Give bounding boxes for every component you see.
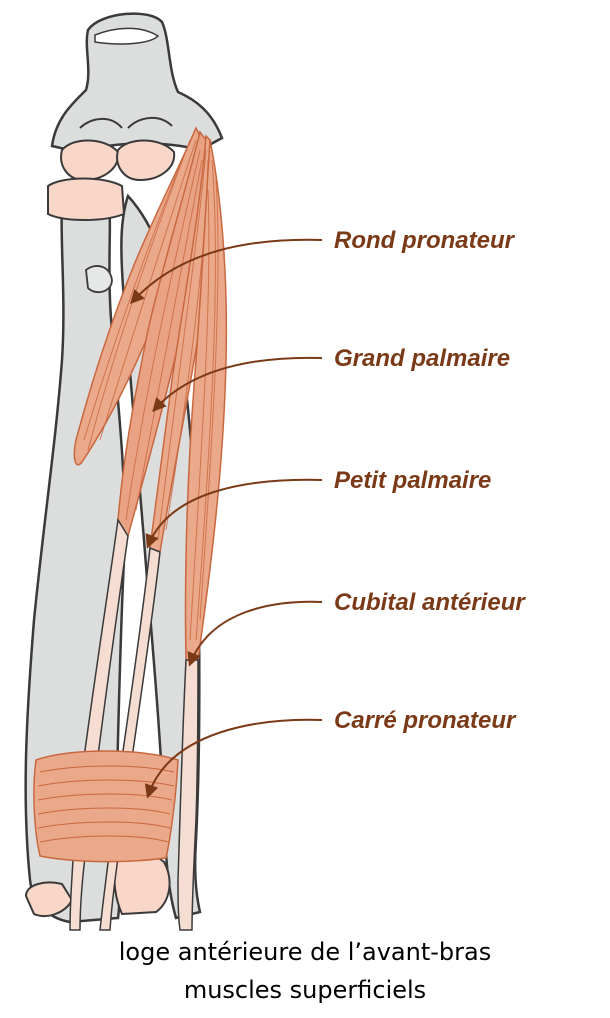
- muscles: [33, 126, 228, 931]
- leader-line-cubital-anterieur: [187, 600, 323, 667]
- leader-line-grand-palmaire: [152, 356, 323, 413]
- leader-line-carre-pronateur: [144, 718, 323, 799]
- label-carre-pronateur: Carré pronateur: [334, 707, 516, 734]
- leader-lines: [130, 238, 323, 799]
- label-rond-pronateur: Rond pronateur: [334, 227, 514, 254]
- leader-line-petit-palmaire: [145, 478, 323, 549]
- caption-line-1: loge antérieure de l’avant-bras: [118, 938, 492, 966]
- leader-line-rond-pronateur: [130, 238, 323, 305]
- elbow-cartilage: [47, 139, 176, 221]
- carre-pronateur-muscle: [33, 750, 179, 863]
- label-cubital-anterieur: Cubital antérieur: [334, 589, 525, 616]
- cubital-anterieur-tendon: [177, 659, 199, 931]
- label-petit-palmaire: Petit palmaire: [334, 467, 492, 494]
- caption-line-2: muscles superficiels: [183, 976, 427, 1004]
- label-grand-palmaire: Grand palmaire: [334, 345, 511, 372]
